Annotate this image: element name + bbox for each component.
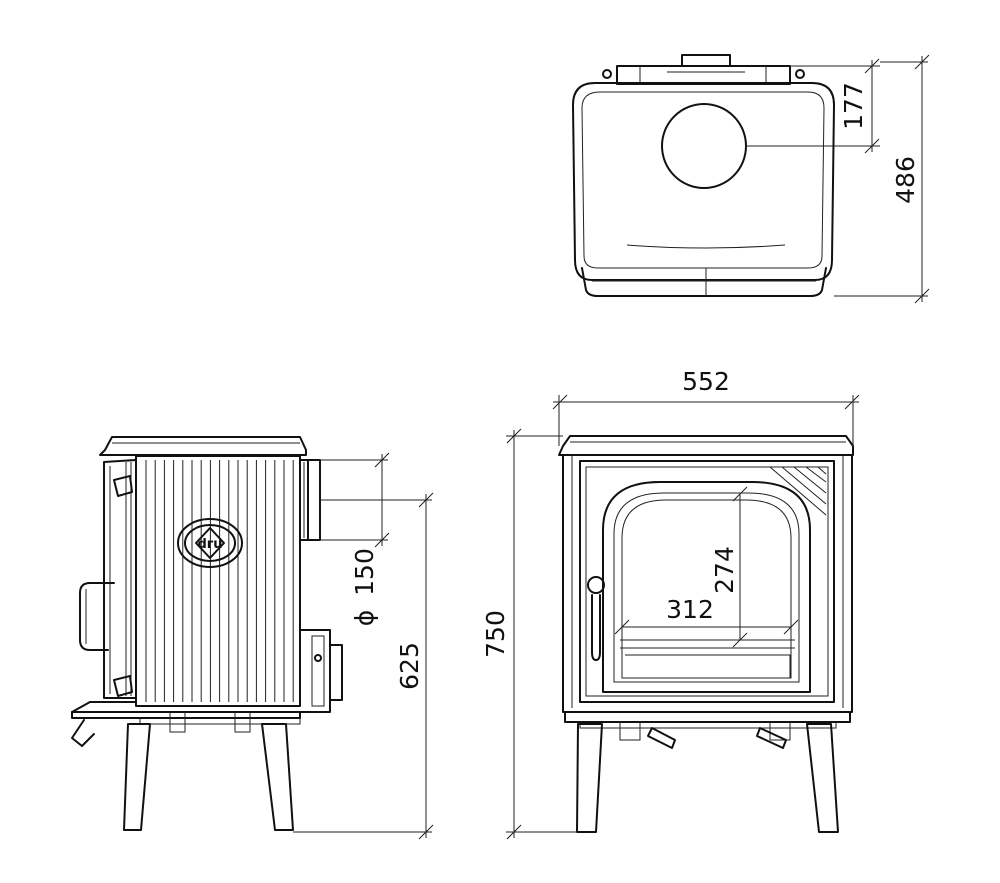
dim-height: 750 bbox=[481, 610, 510, 658]
front-view-dimensions: 552 750 274 312 bbox=[481, 367, 860, 840]
top-view-dimensions: 177 486 bbox=[746, 54, 930, 304]
side-view: dru bbox=[71, 436, 343, 831]
dim-flue-diameter: 150 bbox=[350, 548, 379, 596]
logo-text: dru bbox=[198, 537, 223, 552]
front-view bbox=[558, 435, 854, 833]
dim-width: 552 bbox=[682, 367, 730, 396]
dim-flue-diameter-symbol: ϕ bbox=[350, 610, 379, 627]
side-view-dimensions: ϕ 150 625 bbox=[293, 452, 434, 840]
flue-outlet-circle bbox=[661, 103, 747, 189]
brand-logo: dru bbox=[177, 518, 243, 568]
dim-flue-offset: 177 bbox=[839, 82, 868, 130]
dim-window-width: 312 bbox=[666, 595, 714, 624]
dim-depth: 486 bbox=[891, 156, 920, 204]
dim-flue-height: 625 bbox=[395, 642, 424, 690]
side-ribs bbox=[145, 460, 294, 702]
top-view bbox=[572, 54, 835, 297]
dim-window-height: 274 bbox=[710, 546, 739, 594]
